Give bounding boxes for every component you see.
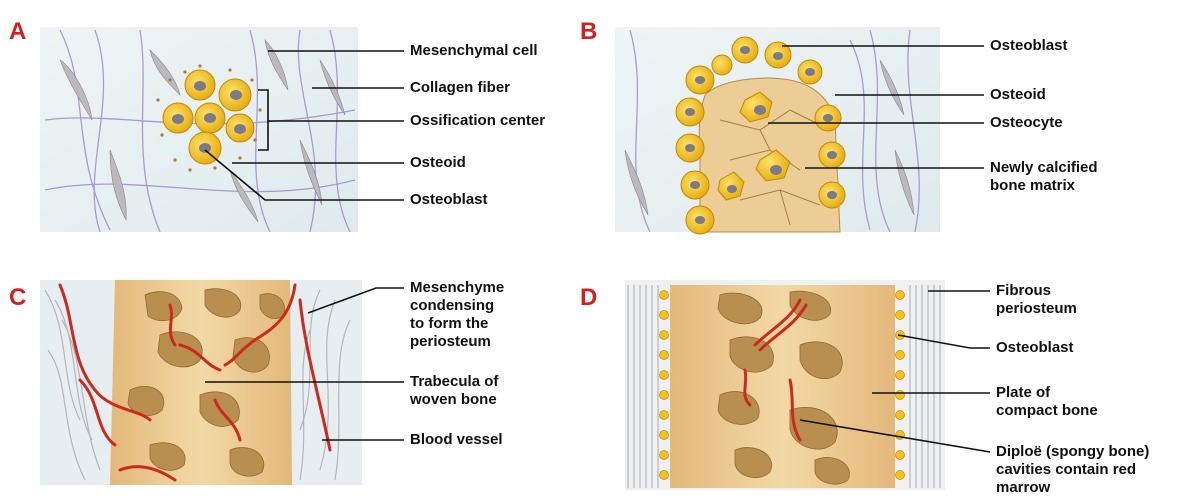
label-newly-calcified: Newly calcified bone matrix — [990, 159, 1098, 195]
panel-d-illustration — [625, 280, 945, 490]
label-mesenchyme-condensing: Mesenchyme condensing to form the perios… — [410, 279, 504, 351]
panel-letter-a: A — [9, 18, 26, 46]
label-fibrous-periosteum: Fibrous periosteum — [996, 282, 1077, 318]
label-blood-vessel: Blood vessel — [410, 431, 503, 449]
label-trabecula: Trabecula of woven bone — [410, 373, 498, 409]
label-osteoblast-d: Osteoblast — [996, 339, 1074, 357]
label-osteoblast-a: Osteoblast — [410, 191, 488, 209]
label-osteocyte: Osteocyte — [990, 114, 1063, 132]
panel-letter-d: D — [580, 284, 597, 312]
panel-letter-c: C — [9, 284, 26, 312]
label-osteoid-a: Osteoid — [410, 154, 466, 172]
label-ossification-center: Ossification center — [410, 112, 545, 130]
panel-b-illustration — [615, 27, 940, 234]
panel-a-illustration — [40, 27, 358, 232]
label-osteoid-b: Osteoid — [990, 86, 1046, 104]
label-osteoblast-b: Osteoblast — [990, 37, 1068, 55]
compact-bone-plate — [670, 285, 895, 488]
panel-letter-b: B — [580, 18, 597, 46]
label-mesenchymal-cell: Mesenchymal cell — [410, 42, 538, 60]
label-collagen-fiber: Collagen fiber — [410, 79, 510, 97]
label-diploe: Diploë (spongy bone) cavities contain re… — [996, 443, 1149, 497]
label-plate-compact-bone: Plate of compact bone — [996, 384, 1098, 420]
